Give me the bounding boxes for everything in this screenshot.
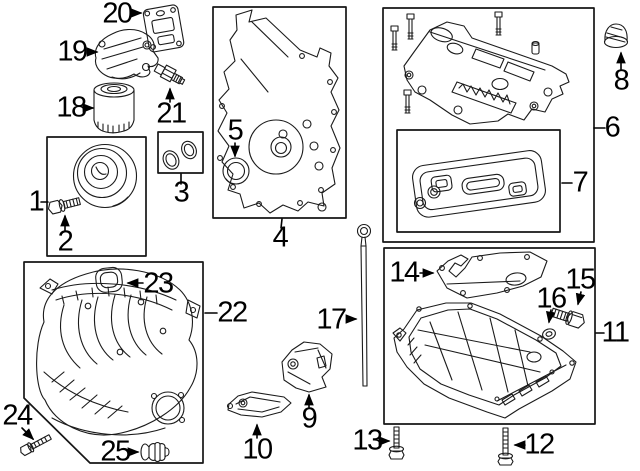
oil-pan-baffle-plate-drawing [436,251,548,299]
callout-leader-lines [21,8,626,457]
oil-pan-bolt-long-drawing [497,427,514,466]
callout-18[interactable]: 18 [56,91,87,124]
support-bracket-drawing [226,391,292,418]
oil-filter-drawing [93,82,135,134]
o-ring-seals-drawing [162,140,197,170]
oil-filter-adapter-drawing [94,28,159,80]
pulley-bolt-drawing [47,197,81,215]
manifold-insulator-drawing [140,441,170,463]
oil-pan-bolt-short-drawing [388,426,405,460]
callout-11[interactable]: 11 [601,316,630,349]
adapter-gasket-drawing [142,4,185,53]
callout-3[interactable]: 3 [173,176,190,209]
callout-8[interactable]: 8 [613,64,630,97]
group-box-outlines [23,6,596,464]
front-seal-drawing [222,157,250,185]
drain-plug-gasket-drawing [542,328,556,340]
callout-25[interactable]: 25 [100,435,131,468]
intake-manifold-box-outline [23,261,204,464]
callout-15[interactable]: 15 [565,263,596,296]
timing-cover-drawing [217,9,341,214]
intake-manifold-drawing [36,268,201,436]
callout-6[interactable]: 6 [604,111,621,144]
valve-cover-drawing [403,21,570,125]
valve-cover-gasket-drawing [412,150,546,218]
valve-cover-box-outline [382,7,595,243]
valve-cover-studs-drawing [390,11,540,114]
callout-2[interactable]: 2 [57,225,74,258]
crankshaft-pulley-drawing [72,143,138,209]
callout-5[interactable]: 5 [227,114,244,147]
callout-13[interactable]: 13 [352,424,383,457]
callout-17[interactable]: 17 [316,303,347,336]
manifold-bolt-drawing [20,434,52,457]
callout-7[interactable]: 7 [572,166,589,199]
oil-pan-box-outline [383,247,596,425]
callout-12[interactable]: 12 [524,428,555,461]
callout-9[interactable]: 9 [301,402,318,435]
callout-20[interactable]: 20 [102,0,133,30]
callout-19[interactable]: 19 [57,35,88,68]
mount-bracket-drawing [281,341,333,393]
callout-24[interactable]: 24 [2,399,33,432]
valve-cover-gasket-box-outline [396,129,561,233]
callout-10[interactable]: 10 [242,433,273,466]
callout-23[interactable]: 23 [143,267,174,300]
oil-pan-drawing [392,302,577,419]
callout-4[interactable]: 4 [272,221,289,254]
oil-pressure-sensor-drawing [153,63,186,85]
callout-14[interactable]: 14 [389,256,420,289]
oil-dipstick-drawing [356,223,372,387]
oil-filler-cap-drawing [603,23,629,49]
callout-16[interactable]: 16 [536,282,567,315]
callout-22[interactable]: 22 [217,296,248,329]
intake-manifold-gasket-drawing [95,266,123,293]
timing-cover-box-outline [212,6,347,219]
callout-21[interactable]: 21 [156,97,187,130]
callout-1[interactable]: 1 [28,185,45,218]
pulley-box-outline [46,136,147,257]
seal-kit-box-outline [157,131,204,174]
